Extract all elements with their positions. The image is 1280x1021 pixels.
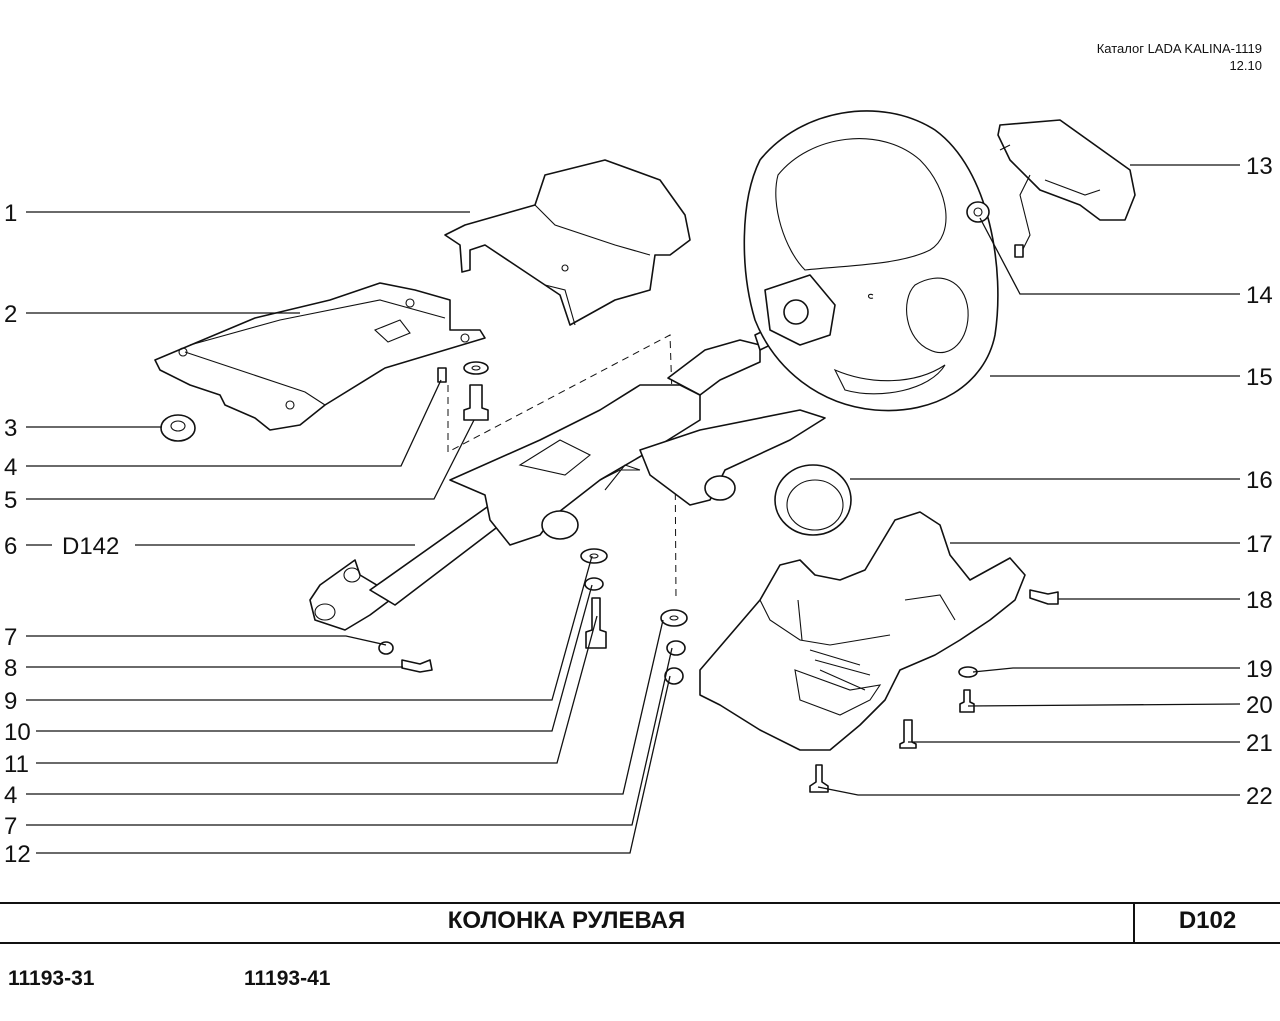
callout-label: 3 [4, 415, 17, 442]
callout-label: 9 [4, 688, 17, 715]
flange-nut-part [160, 414, 196, 442]
contact-ring-part [774, 464, 852, 536]
leader-line [817, 786, 1240, 796]
catalog-title: Каталог LADA KALINA-1119 [1096, 41, 1262, 56]
screw-20-part [959, 689, 975, 713]
leader-line [979, 217, 1240, 295]
leader-line [36, 615, 598, 764]
leader-line [972, 667, 1240, 673]
upper-shroud-part [444, 159, 691, 326]
callout-label: 18 [1246, 587, 1273, 614]
steering-column-part [309, 317, 826, 631]
callout-label: 17 [1246, 531, 1273, 558]
callout-label: 6 [4, 533, 17, 560]
leader-line [26, 635, 387, 646]
callout-label: 7 [4, 624, 17, 651]
section-code: D102 [1178, 907, 1237, 934]
washer-bolt-part [378, 641, 433, 673]
leader-line [36, 675, 671, 854]
screw-18-part [1029, 589, 1059, 605]
catalog-date: 12.10 [1229, 58, 1262, 73]
washer-9-part [580, 548, 608, 564]
section-title: КОЛОНКА РУЛЕВАЯ [447, 907, 686, 934]
footer-bottom-rule [0, 942, 1280, 944]
callout-label: 15 [1246, 364, 1273, 391]
screw-22-part [809, 764, 829, 793]
callout-label: 16 [1246, 467, 1273, 494]
washer-7b-part [666, 640, 686, 656]
footer-divider [1133, 903, 1135, 943]
callout-label: 11 [4, 751, 29, 778]
callout-ref: D142 [62, 533, 119, 560]
leader-line [26, 619, 664, 795]
leader-line [26, 379, 442, 467]
leader-line [36, 584, 593, 732]
airbag-module-part [997, 119, 1136, 258]
nut-12-part [664, 667, 684, 685]
leader-line [26, 647, 673, 826]
callout-label: 10 [4, 719, 31, 746]
footer-top-rule [0, 902, 1280, 904]
callout-label: 2 [4, 301, 17, 328]
leader-line [26, 419, 475, 500]
callout-label: 7 [4, 813, 17, 840]
callout-label: 21 [1246, 730, 1273, 757]
callout-label: 12 [4, 841, 31, 868]
wheel-nut-part [966, 201, 990, 223]
screw-21-part [899, 719, 917, 749]
model-code-b: 11193-41 [244, 967, 331, 990]
washer-4b-part [660, 609, 688, 627]
model-code-a: 11193-31 [8, 967, 95, 990]
callout-label: 4 [4, 454, 17, 481]
washer-10-part [584, 577, 604, 591]
callout-label: 5 [4, 487, 17, 514]
callout-label: 20 [1246, 692, 1273, 719]
steering-wheel-part [743, 110, 999, 412]
callout-label: 4 [4, 782, 17, 809]
mounting-bracket-part [154, 282, 486, 431]
callout-label: 13 [1246, 153, 1273, 180]
callout-label: 1 [4, 200, 17, 227]
bolt-11-part [585, 597, 607, 649]
callout-label: 22 [1246, 783, 1273, 810]
stud-washer-part [437, 361, 489, 421]
leader-line [26, 555, 593, 701]
lower-shroud-part [699, 511, 1026, 751]
callout-label: 19 [1246, 656, 1273, 683]
callout-label: 14 [1246, 282, 1273, 309]
leader-line [967, 703, 1241, 707]
callout-label: 8 [4, 655, 17, 682]
